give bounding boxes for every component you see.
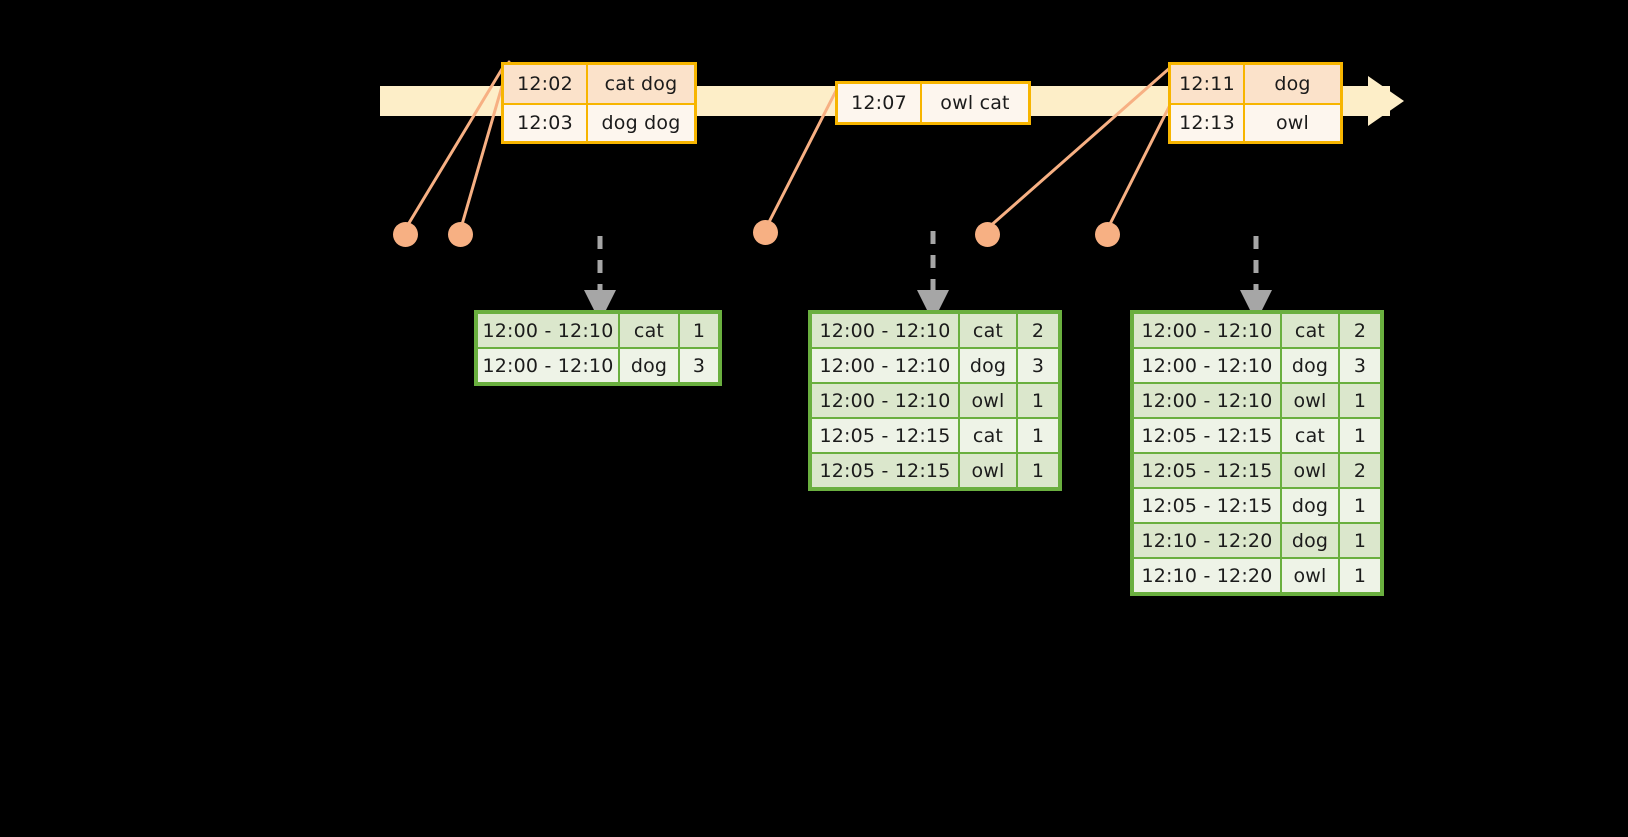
result-word: cat xyxy=(620,314,678,347)
wire-12-13 xyxy=(1106,99,1174,230)
event-words: owl xyxy=(1245,105,1340,141)
result-count: 1 xyxy=(1018,419,1058,452)
result-count: 2 xyxy=(1340,454,1380,487)
result-window: 12:10 - 12:20 xyxy=(1134,559,1280,592)
result-count: 3 xyxy=(1340,349,1380,382)
result-word: owl xyxy=(1282,559,1338,592)
result-window: 12:00 - 12:10 xyxy=(1134,314,1280,347)
result-count: 1 xyxy=(1340,384,1380,417)
result-word: cat xyxy=(1282,314,1338,347)
result-count: 2 xyxy=(1340,314,1380,347)
result-count: 2 xyxy=(1018,314,1058,347)
result-word: owl xyxy=(960,454,1016,487)
event-time: 12:07 xyxy=(838,84,922,122)
result-window: 12:00 - 12:10 xyxy=(1134,384,1280,417)
result-window: 12:10 - 12:20 xyxy=(1134,524,1280,557)
result-word: dog xyxy=(620,349,678,382)
timeline-arrowhead-icon xyxy=(1368,76,1404,126)
result-count: 1 xyxy=(1340,559,1380,592)
event-words: owl cat xyxy=(922,84,1028,122)
source-dot-12-11 xyxy=(975,222,1000,247)
result-count: 1 xyxy=(680,314,718,347)
result-window: 12:00 - 12:10 xyxy=(478,349,618,382)
result-word: dog xyxy=(1282,489,1338,522)
result-word: cat xyxy=(960,419,1016,452)
result-count: 1 xyxy=(1340,489,1380,522)
result-count: 1 xyxy=(1340,419,1380,452)
emit-arrows xyxy=(584,231,1273,322)
result-window: 12:00 - 12:10 xyxy=(478,314,618,347)
result-word: cat xyxy=(1282,419,1338,452)
result-count: 3 xyxy=(680,349,718,382)
event-words: cat dog xyxy=(588,65,694,103)
result-window: 12:05 - 12:15 xyxy=(812,419,958,452)
event-time: 12:13 xyxy=(1171,105,1245,141)
result-count: 1 xyxy=(1018,384,1058,417)
result-word: owl xyxy=(1282,454,1338,487)
result-word: owl xyxy=(960,384,1016,417)
result-window: 12:05 - 12:15 xyxy=(812,454,958,487)
source-dot-12-13 xyxy=(1095,222,1120,247)
event-time: 12:02 xyxy=(504,65,588,103)
result-window: 12:00 - 12:10 xyxy=(812,314,958,347)
result-count: 3 xyxy=(1018,349,1058,382)
source-dot-12-03 xyxy=(448,222,473,247)
result-word: dog xyxy=(960,349,1016,382)
wire-12-07 xyxy=(764,81,842,230)
source-dot-12-02 xyxy=(393,222,418,247)
result-window: 12:05 - 12:15 xyxy=(1134,419,1280,452)
result-word: owl xyxy=(1282,384,1338,417)
result-window: 12:00 - 12:10 xyxy=(812,349,958,382)
wire-12-02 xyxy=(404,62,507,230)
result-count: 1 xyxy=(1018,454,1058,487)
result-count: 1 xyxy=(1340,524,1380,557)
result-window: 12:00 - 12:10 xyxy=(1134,349,1280,382)
event-words: dog dog xyxy=(588,105,694,141)
result-word: dog xyxy=(1282,524,1338,557)
result-window: 12:00 - 12:10 xyxy=(812,384,958,417)
result-window: 12:05 - 12:15 xyxy=(1134,489,1280,522)
wire-12-11 xyxy=(986,64,1174,230)
event-time: 12:11 xyxy=(1171,65,1245,103)
result-word: dog xyxy=(1282,349,1338,382)
result-window: 12:05 - 12:15 xyxy=(1134,454,1280,487)
event-time: 12:03 xyxy=(504,105,588,141)
source-dot-12-07 xyxy=(753,220,778,245)
result-word: cat xyxy=(960,314,1016,347)
event-words: dog xyxy=(1245,65,1340,103)
